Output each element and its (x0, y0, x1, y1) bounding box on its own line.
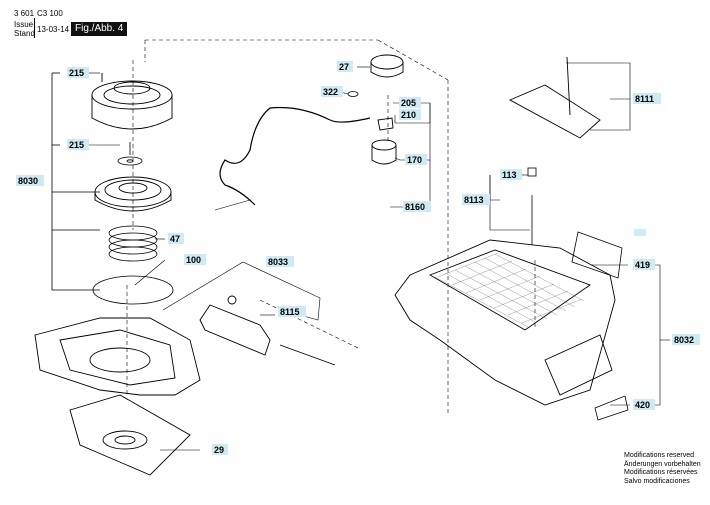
mod-line-fr: Modifications réservées (624, 469, 698, 476)
figure-badge: Fig./Abb. 4 (71, 22, 128, 36)
callout-bg-215 (67, 67, 89, 78)
part-callout-113: 113 (502, 170, 517, 180)
callout-bg-8115 (278, 306, 306, 317)
highlight-marker (634, 229, 646, 236)
pad-disc-part (94, 176, 172, 212)
callout-bg-113 (500, 169, 522, 180)
callout-bg-8033 (266, 256, 294, 267)
mod-line-de: Änderungen vorbehalten (624, 460, 701, 468)
callout-bg-29 (212, 444, 228, 455)
callout-bg-210 (399, 109, 421, 120)
base-plate-part-29 (69, 394, 191, 476)
mod-line-en: Modifications reserved (624, 452, 695, 459)
part-callout-215: 215 (69, 68, 84, 78)
part-callout-8113: 8113 (464, 195, 484, 205)
issue-date: 13-03-14 (37, 25, 70, 34)
callout-bg-27 (337, 61, 353, 72)
header-divider (12, 18, 35, 38)
o-ring-part-100 (92, 275, 174, 305)
part-callout-210: 210 (401, 110, 416, 120)
callout-bg-8032 (672, 334, 700, 345)
part-number: 3 601 (14, 9, 35, 18)
capacitor-part-170 (371, 117, 397, 165)
part-callout-8115: 8115 (280, 307, 300, 317)
callout-bg-419 (633, 259, 655, 270)
part-callout-8111: 8111 (635, 94, 654, 104)
callout-labels: 215 215 8030 47 100 8033 8115 29 27 322 205 210 170 8… (16, 61, 700, 455)
modifications-note: Modifications reserved Änderungen vorbeh… (624, 452, 701, 486)
callout-bg-8113 (462, 194, 490, 205)
part-callout-8032: 8032 (674, 335, 694, 345)
callout-bg-8030 (16, 175, 44, 186)
top-cap-part (91, 73, 173, 130)
part-callout-215: 215 (69, 140, 84, 150)
housing-base-part (34, 317, 201, 396)
mod-line-es: Salvo modificaciones (624, 477, 690, 485)
part-callout-100: 100 (186, 255, 201, 265)
model-number: C3 100 (37, 9, 63, 18)
bracket-8030 (51, 72, 100, 291)
part-callout-420: 420 (635, 400, 650, 410)
callout-bg-420 (633, 399, 655, 410)
screw-part-113 (527, 167, 537, 245)
callout-bg-170 (405, 154, 427, 165)
part-callout-29: 29 (214, 445, 224, 455)
vent-grid (434, 252, 585, 328)
part-callout-47: 47 (170, 234, 180, 244)
part-callout-8033: 8033 (268, 257, 288, 267)
callout-bg-8111 (633, 93, 661, 104)
top-plate-part-8111 (508, 56, 601, 139)
callout-bg-8160 (403, 201, 431, 212)
main-housing-part-8032 (394, 239, 616, 406)
part-callout-8160: 8160 (405, 202, 425, 212)
callout-bg-205 (399, 97, 421, 108)
switch-assembly-part (199, 295, 336, 366)
part-callout-27: 27 (339, 62, 349, 72)
part-callout-170: 170 (407, 155, 422, 165)
part-callout-8030: 8030 (18, 176, 38, 186)
bellows-part-47 (108, 225, 158, 262)
washer-part (117, 142, 143, 166)
label-part-420 (594, 395, 629, 421)
callout-bg-322 (321, 86, 343, 97)
callout-bg-47 (168, 233, 184, 244)
part-callout-322: 322 (323, 87, 338, 97)
dashed-assembly-lines (126, 39, 536, 415)
callout-bg-215 (67, 139, 89, 150)
cap-part-27 (370, 54, 404, 78)
leader-lines (88, 62, 670, 451)
nut-part-322 (347, 91, 359, 97)
part-callout-419: 419 (635, 260, 650, 270)
issue-label: Issue (14, 20, 34, 29)
stand-label: Stand (14, 29, 35, 38)
power-cable-part (219, 106, 371, 206)
callout-bg-100 (184, 254, 206, 265)
label-sheet-part-419 (571, 231, 623, 279)
part-callout-205: 205 (401, 98, 416, 108)
